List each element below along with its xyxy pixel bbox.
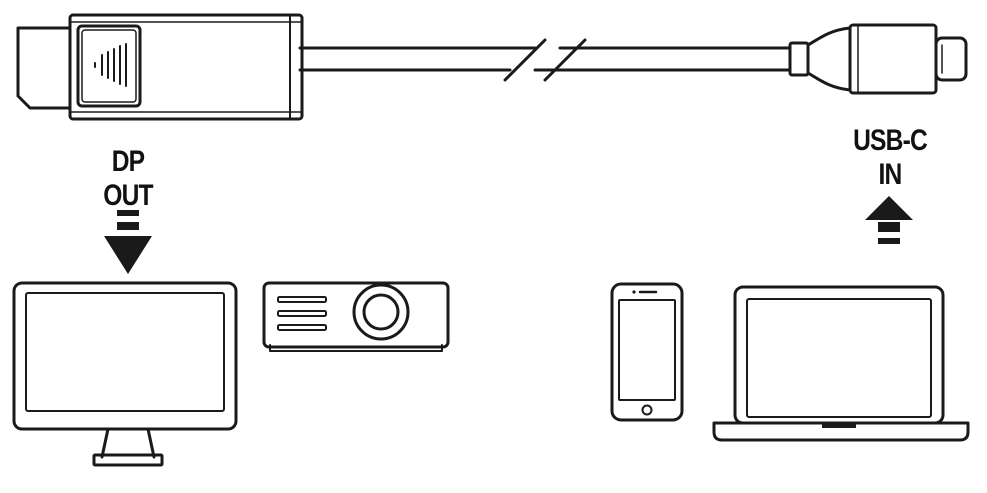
usb-c-in-label-line-2: IN <box>878 158 903 191</box>
arrow-down-icon <box>104 210 152 274</box>
usb-c-connector <box>788 23 968 95</box>
displayport-connector <box>16 13 304 121</box>
dp-out-label-line-2: OUT <box>103 179 153 212</box>
usb-c-in-label-line-1: USB-C <box>853 124 928 157</box>
cable <box>298 38 792 82</box>
arrow-up-icon <box>865 196 913 244</box>
smartphone-icon <box>610 282 684 422</box>
dp-out-label-line-1: DP <box>111 145 145 178</box>
usb-c-in-label: USB-C IN <box>833 124 948 192</box>
projector-icon <box>262 281 450 352</box>
dp-out-label: DP OUT <box>87 145 169 213</box>
monitor-icon <box>12 281 238 467</box>
grip-ridges-icon <box>94 43 127 87</box>
laptop-icon <box>712 285 970 442</box>
